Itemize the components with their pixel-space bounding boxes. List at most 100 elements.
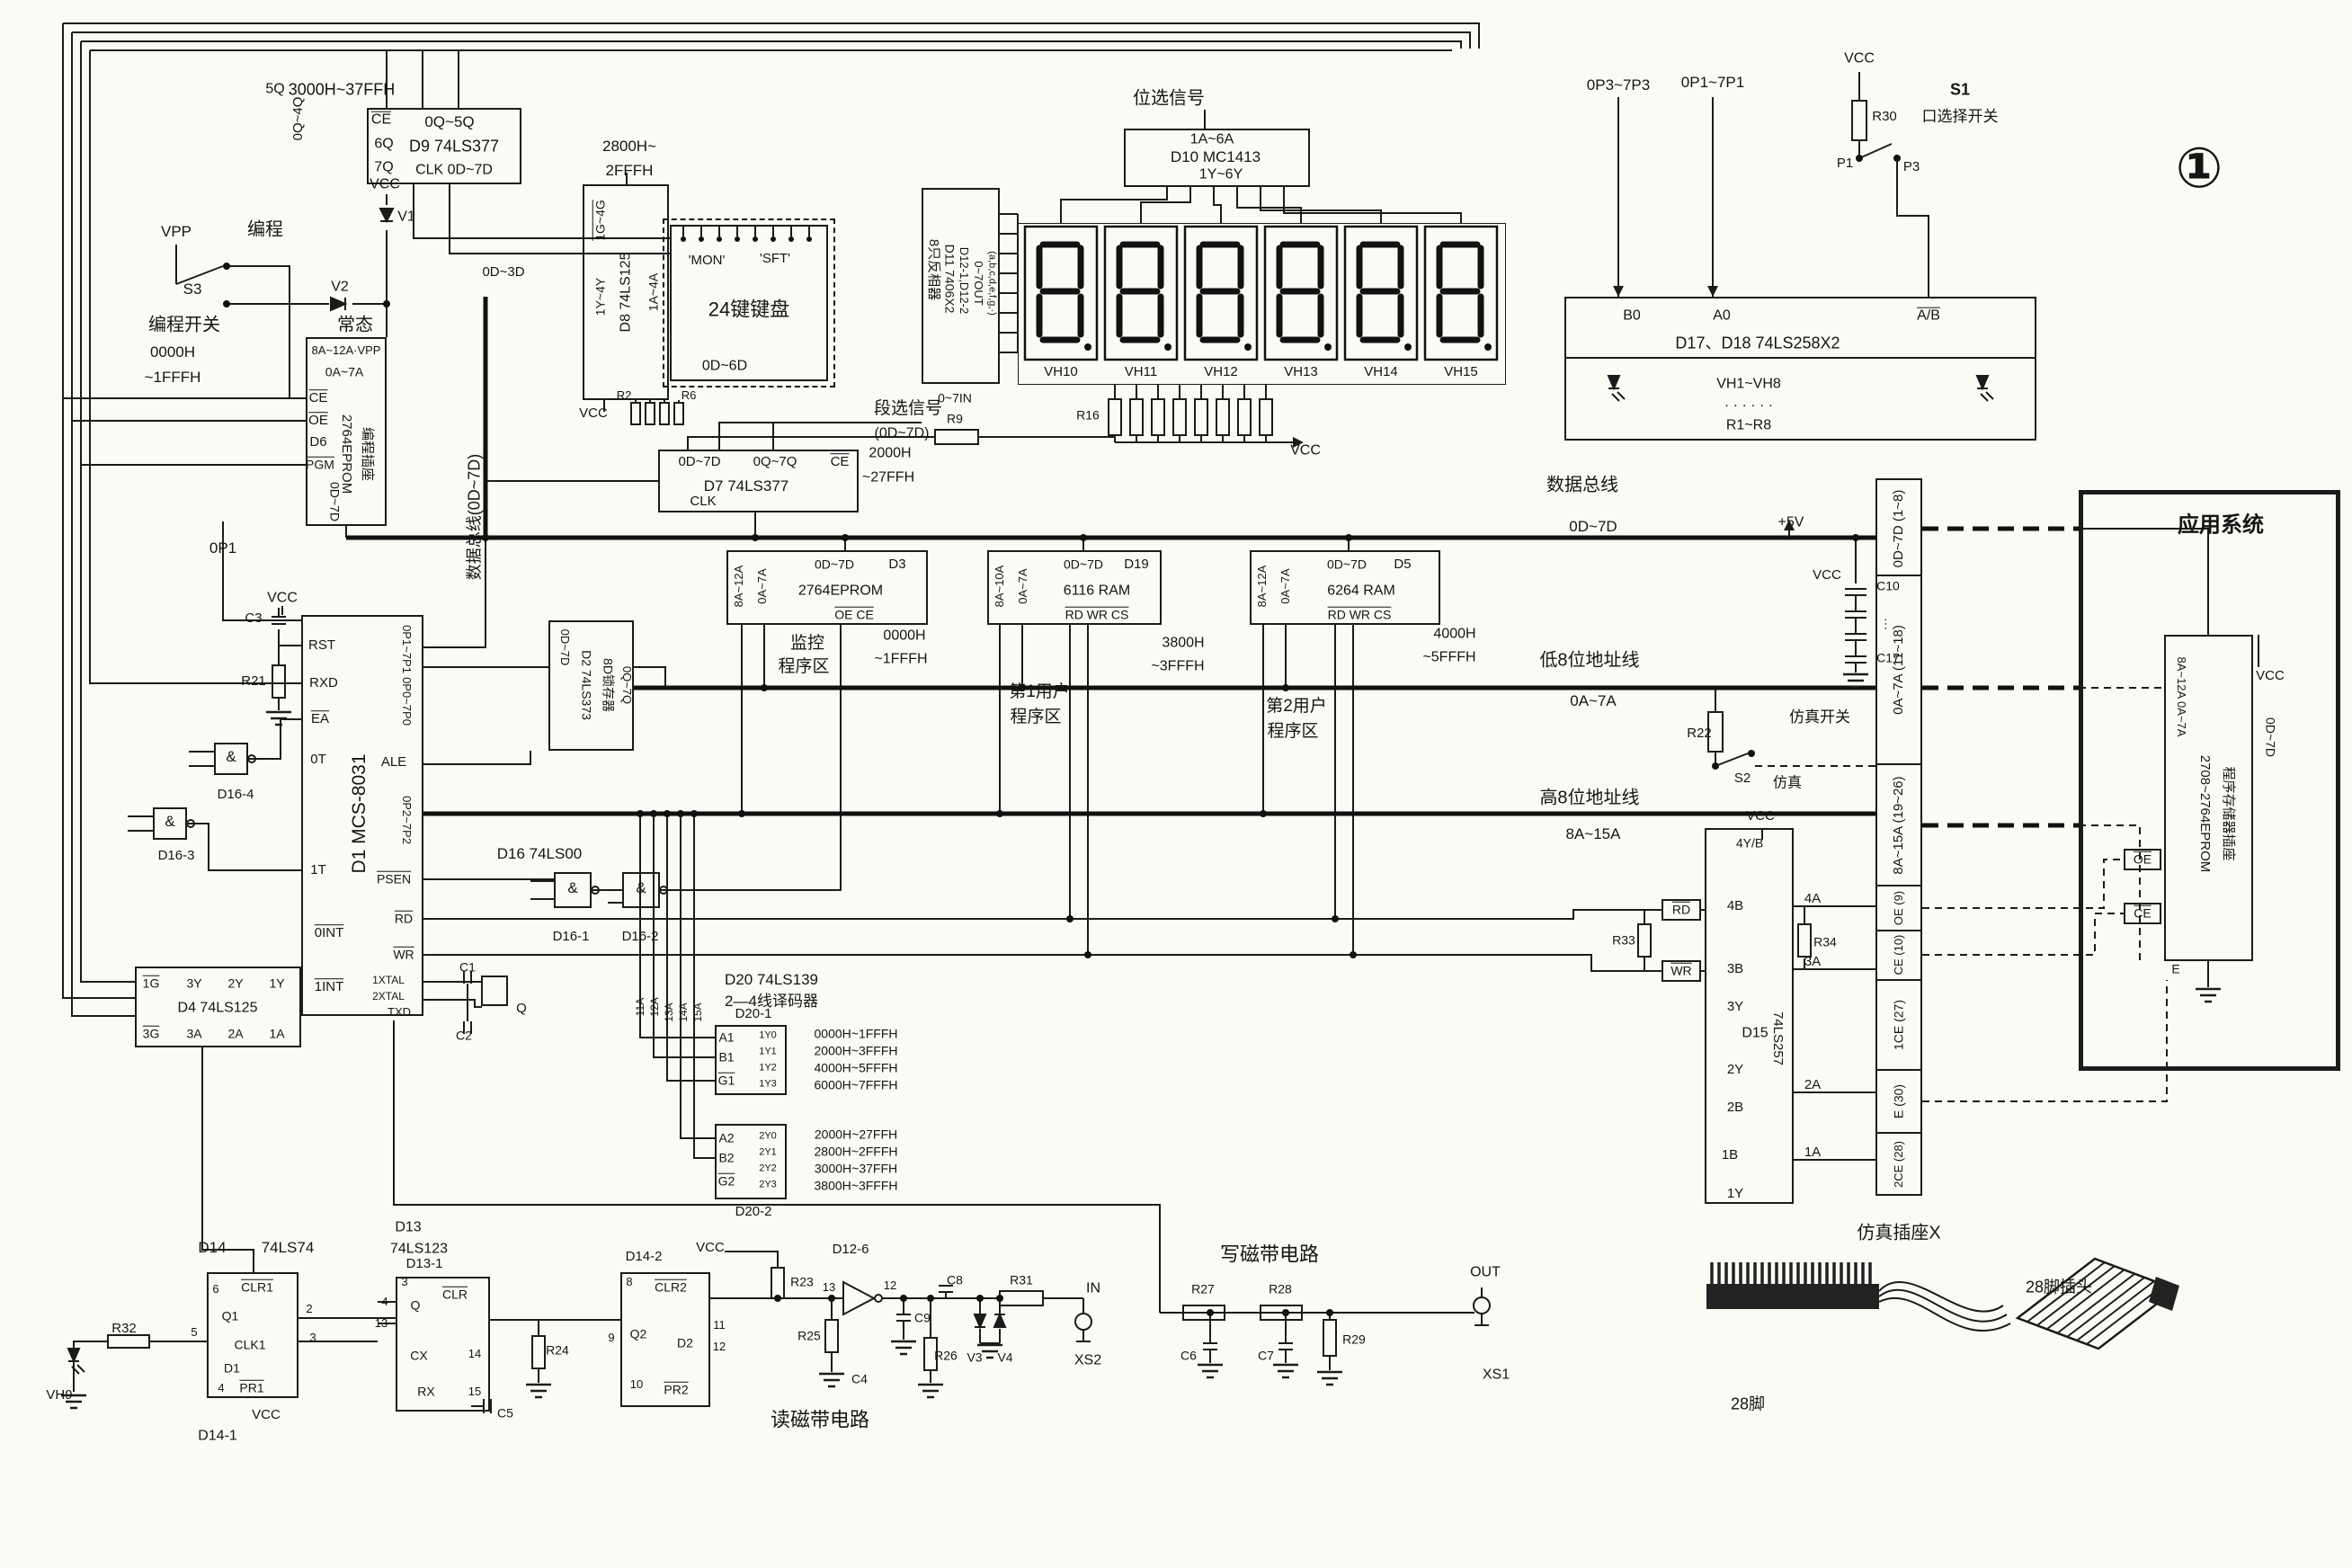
d14-lbl: D14 <box>198 1239 227 1257</box>
wire-0d3d: 0D~3D <box>482 264 525 281</box>
d4-1a: 1A <box>269 1026 285 1041</box>
d4-3y: 3Y <box>186 976 202 991</box>
a14: 14A <box>676 1002 690 1022</box>
key-0d6d: 0D~6D <box>701 358 748 374</box>
c3: C3 <box>245 610 263 627</box>
d5-0a: 0A~7A <box>1278 568 1293 604</box>
p10: 10 <box>629 1377 644 1392</box>
wire-5q: 5Q <box>265 81 285 97</box>
d16-1-amp: & <box>567 879 578 897</box>
vpp: VPP <box>160 223 192 241</box>
d16-2-gate-box <box>622 872 660 908</box>
d1-rd: RD <box>394 911 414 926</box>
xs1: XS1 <box>1482 1367 1510 1383</box>
p11: 11 <box>713 1318 726 1332</box>
d16-2-amp: & <box>636 879 646 897</box>
d14b-d: D2 <box>677 1335 693 1350</box>
d8-1y4y: 1Y~4Y <box>592 277 608 316</box>
d16-3-gate-box <box>153 807 187 840</box>
c6: C6 <box>1180 1348 1197 1363</box>
d9-7q: 7Q <box>374 159 394 175</box>
vh15: VH15 <box>1444 364 1478 380</box>
d16-4-amp: & <box>226 748 236 766</box>
p14: 14 <box>468 1347 482 1361</box>
d20-p3: 3000H~37FFH <box>814 1161 898 1176</box>
d9-6q: 6Q <box>374 136 394 152</box>
r16: R16 <box>1076 407 1100 423</box>
vcc-d14: VCC <box>252 1407 281 1423</box>
d20-1y3: 1Y3 <box>759 1078 777 1090</box>
app-e: E <box>2171 961 2180 976</box>
d5-area1: 第2用户 <box>1266 697 1327 717</box>
d4-1y: 1Y <box>269 976 285 991</box>
d15-3a: 3A <box>1804 954 1822 970</box>
c7: C7 <box>1258 1348 1274 1363</box>
p13g: 13 <box>822 1280 836 1295</box>
p13: 13 <box>374 1316 388 1331</box>
vcc-seg: VCC <box>1290 442 1321 459</box>
a13: 13A <box>662 1002 675 1022</box>
rd-gate-box <box>1662 899 1701 921</box>
d1-p2: 0P2~7P2 <box>399 796 414 844</box>
p2n: 2 <box>306 1302 313 1316</box>
d4-2a: 2A <box>227 1026 244 1041</box>
p3n: 3 <box>309 1331 316 1345</box>
write-circuit: 写磁带电路 <box>1219 1243 1320 1266</box>
ps-8a12a: 8A~12A·VPP <box>311 343 381 358</box>
d13-q: Q <box>410 1297 421 1313</box>
d11-inverter-box <box>922 188 1000 384</box>
p15: 15 <box>468 1385 482 1399</box>
hbus-name: 高8位地址线 <box>1539 788 1640 808</box>
wire-0q4q: 0Q~4Q <box>290 96 307 141</box>
d20-name: D20 74LS139 <box>725 971 818 989</box>
p4n: 4 <box>218 1381 225 1395</box>
d4-3g: 3G <box>142 1026 160 1041</box>
app-ce-box <box>2124 903 2161 924</box>
ps-oe: OE <box>308 413 328 429</box>
emu-socket-strip <box>1875 478 1922 1196</box>
d14-2-lbl: D14-2 <box>625 1249 663 1265</box>
s3: S3 <box>183 281 202 298</box>
d13-rx: RX <box>417 1384 435 1399</box>
d19-0a: 0A~7A <box>1016 568 1030 604</box>
r9: R9 <box>947 411 963 426</box>
v4: V4 <box>997 1350 1013 1365</box>
d16-4-gate-box <box>214 743 248 775</box>
d3-0a: 0A~7A <box>755 568 770 604</box>
abus-name: 低8位地址线 <box>1539 650 1640 671</box>
d20-a2: A2 <box>718 1130 735 1145</box>
d20-1-decoder-box <box>715 1025 787 1095</box>
app-vcc: VCC <box>2256 668 2285 684</box>
q-crystal: Q <box>516 1001 527 1017</box>
addr-3000: 3000H~37FFH <box>288 80 396 99</box>
vh10: VH10 <box>1044 364 1078 380</box>
d20-p2: 2800H~2FFFH <box>814 1144 898 1159</box>
in-lbl: IN <box>1086 1280 1100 1296</box>
d13-lbl: D13 <box>395 1219 422 1235</box>
d12-6-lbl: D12-6 <box>832 1242 869 1258</box>
vcc-s1: VCC <box>1844 50 1875 67</box>
changtai: 常态 <box>337 315 373 335</box>
d17-vh: VH1~VH8 <box>1716 376 1781 392</box>
vcc-d8: VCC <box>579 405 608 422</box>
ps-ce: CE <box>308 390 328 406</box>
out-lbl: OUT <box>1470 1264 1501 1280</box>
d15-id: D15 <box>1742 1025 1768 1041</box>
d16-3-lbl: D16-3 <box>157 848 195 864</box>
d17-a0: A0 <box>1713 307 1731 324</box>
keypad-outer-box <box>663 218 835 388</box>
d10-name: D10 MC1413 <box>1170 148 1261 166</box>
c9: C9 <box>914 1310 931 1325</box>
keypad-box <box>670 225 828 381</box>
d1-p0: 0P0~7P0 <box>399 677 414 726</box>
addr-d19l1: 3800H <box>1162 635 1205 651</box>
ps-pgm: PGM <box>306 457 334 472</box>
d19-8a: 8A~10A <box>993 565 1007 608</box>
app-8a: 8A~12A 0A~7A <box>2174 656 2188 737</box>
d14b-clr: CLR2 <box>655 1279 687 1295</box>
d1-rxd: RXD <box>309 675 338 691</box>
d15-2y: 2Y <box>1726 1062 1744 1078</box>
d15-3y: 3Y <box>1726 999 1744 1015</box>
d19-0d: 0D~7D <box>1064 557 1103 572</box>
d7-latch-box <box>658 450 859 512</box>
